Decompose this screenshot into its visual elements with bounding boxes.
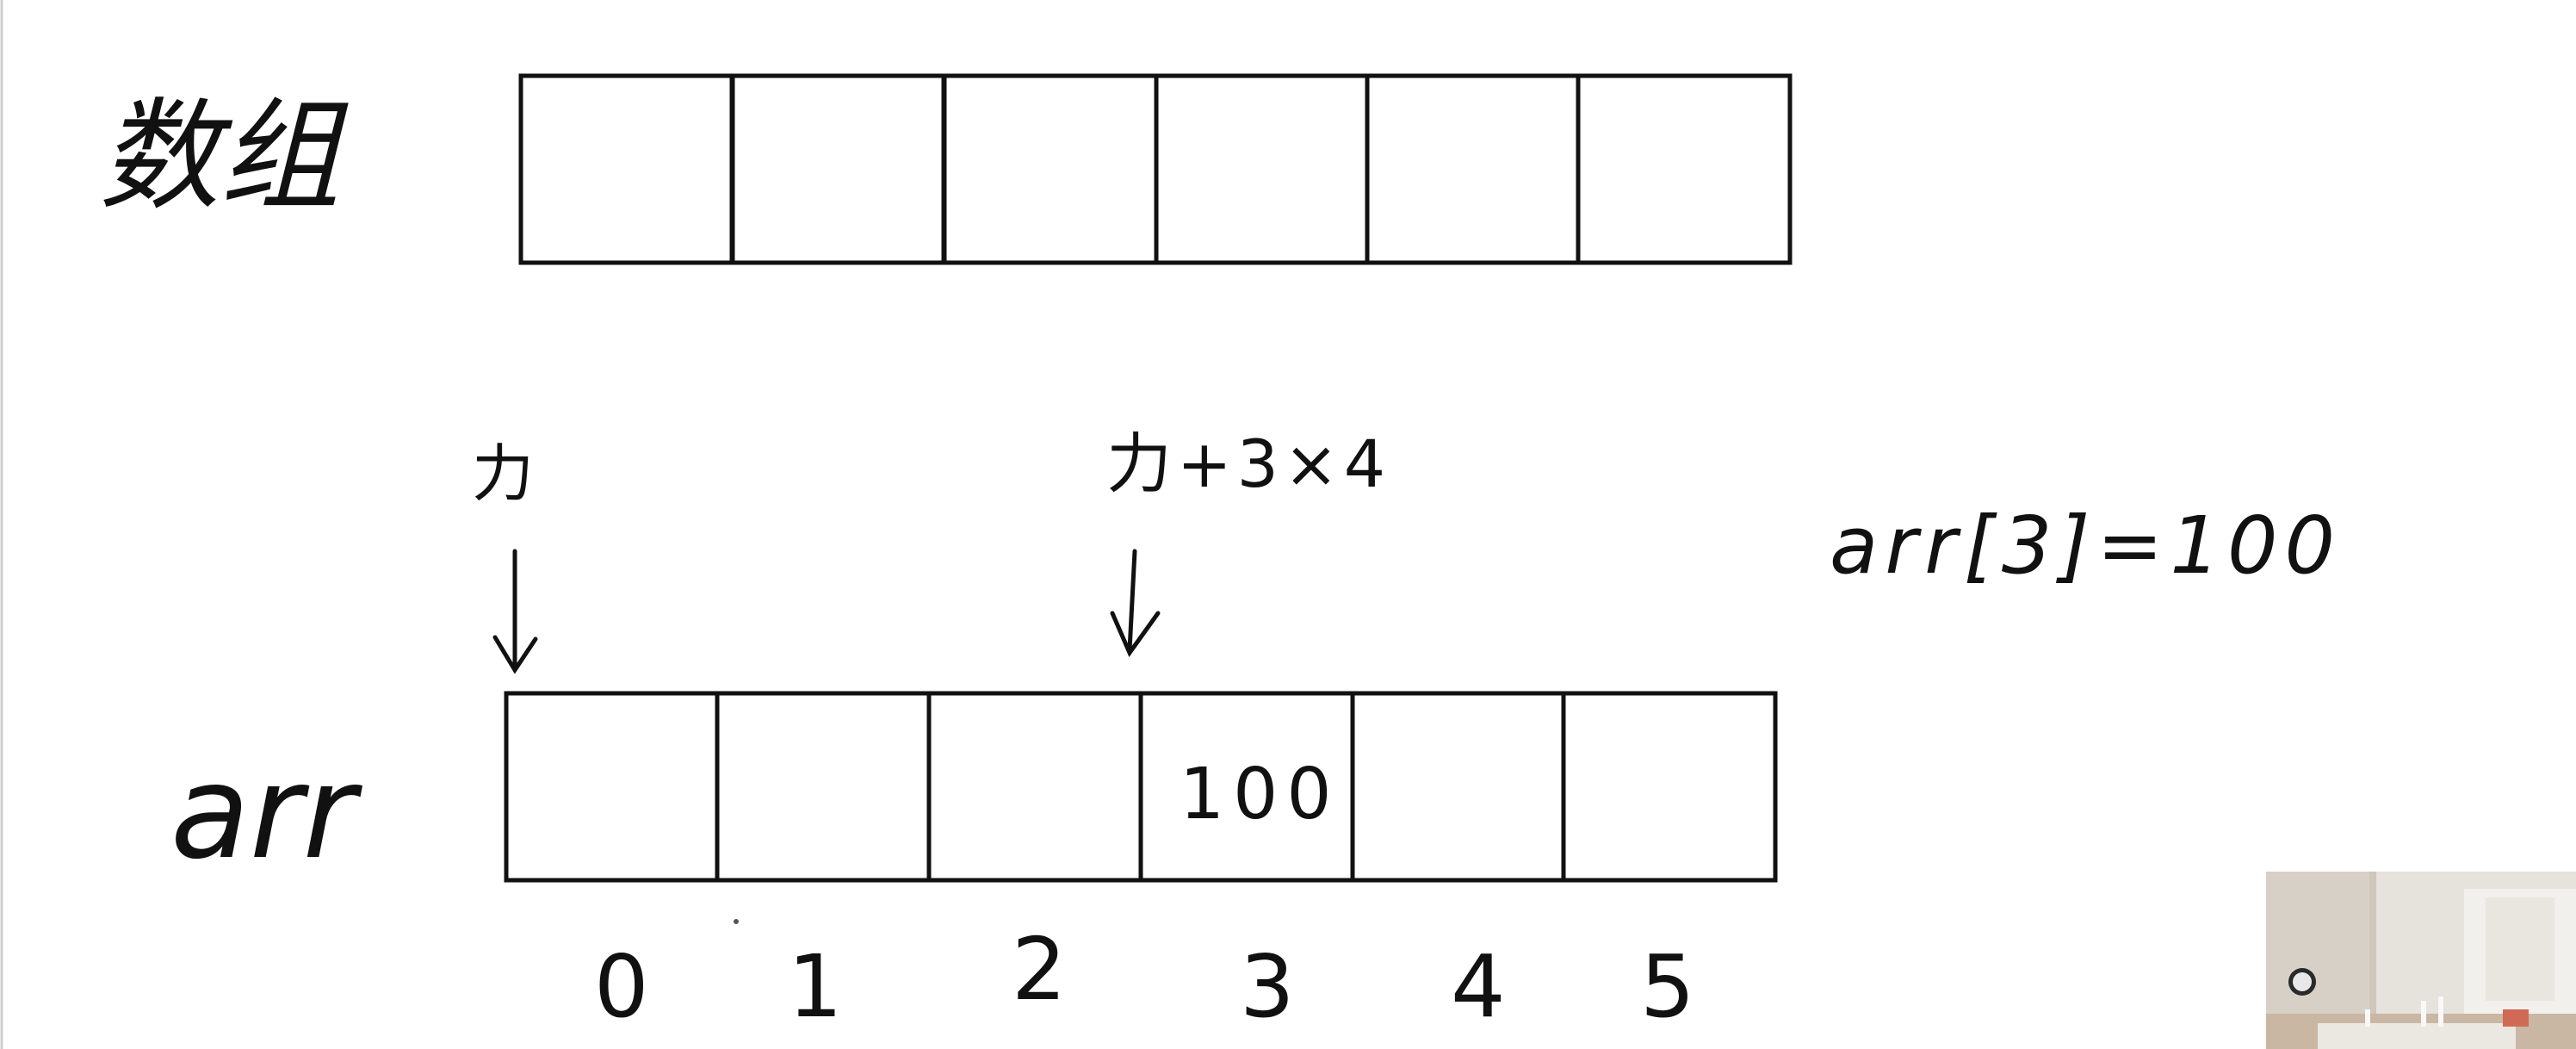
stored-value: 100 xyxy=(1180,754,1341,835)
webcam-scene xyxy=(2266,872,2576,1049)
offset-arrow xyxy=(1110,549,1161,658)
bottom-array-cell xyxy=(1561,691,1778,883)
bottom-array-cell xyxy=(715,691,932,883)
index-label: 1 xyxy=(788,936,843,1037)
stray-dot xyxy=(734,919,739,924)
top-array-cell xyxy=(730,73,946,265)
top-array-cell xyxy=(1154,73,1370,265)
bottom-array-cell xyxy=(504,691,720,883)
base-address-arrow xyxy=(492,549,538,674)
top-array-cell xyxy=(1365,73,1581,265)
index-label: 2 xyxy=(1012,919,1067,1020)
base-address-label: 力 xyxy=(472,438,534,510)
offset-expression: 力+3×4 xyxy=(1106,425,1390,502)
title-label: 数组 xyxy=(99,87,349,227)
top-array-cell xyxy=(518,73,734,265)
bottom-array xyxy=(504,691,1778,883)
assignment-statement: arr[3]=100 xyxy=(1830,500,2342,592)
top-array-cell xyxy=(1576,73,1793,265)
index-row: 0 1 2 3 4 5 xyxy=(594,919,1695,1037)
index-label: 3 xyxy=(1240,936,1295,1037)
array-label: arr xyxy=(170,738,363,888)
index-label: 5 xyxy=(1640,936,1695,1037)
index-label: 0 xyxy=(594,936,649,1037)
bottom-array-cell xyxy=(926,691,1143,883)
webcam-overlay xyxy=(2266,872,2576,1049)
top-array xyxy=(518,73,1793,265)
bottom-array-cell xyxy=(1350,691,1566,883)
index-label: 4 xyxy=(1451,936,1506,1037)
top-array-cell xyxy=(942,73,1159,265)
